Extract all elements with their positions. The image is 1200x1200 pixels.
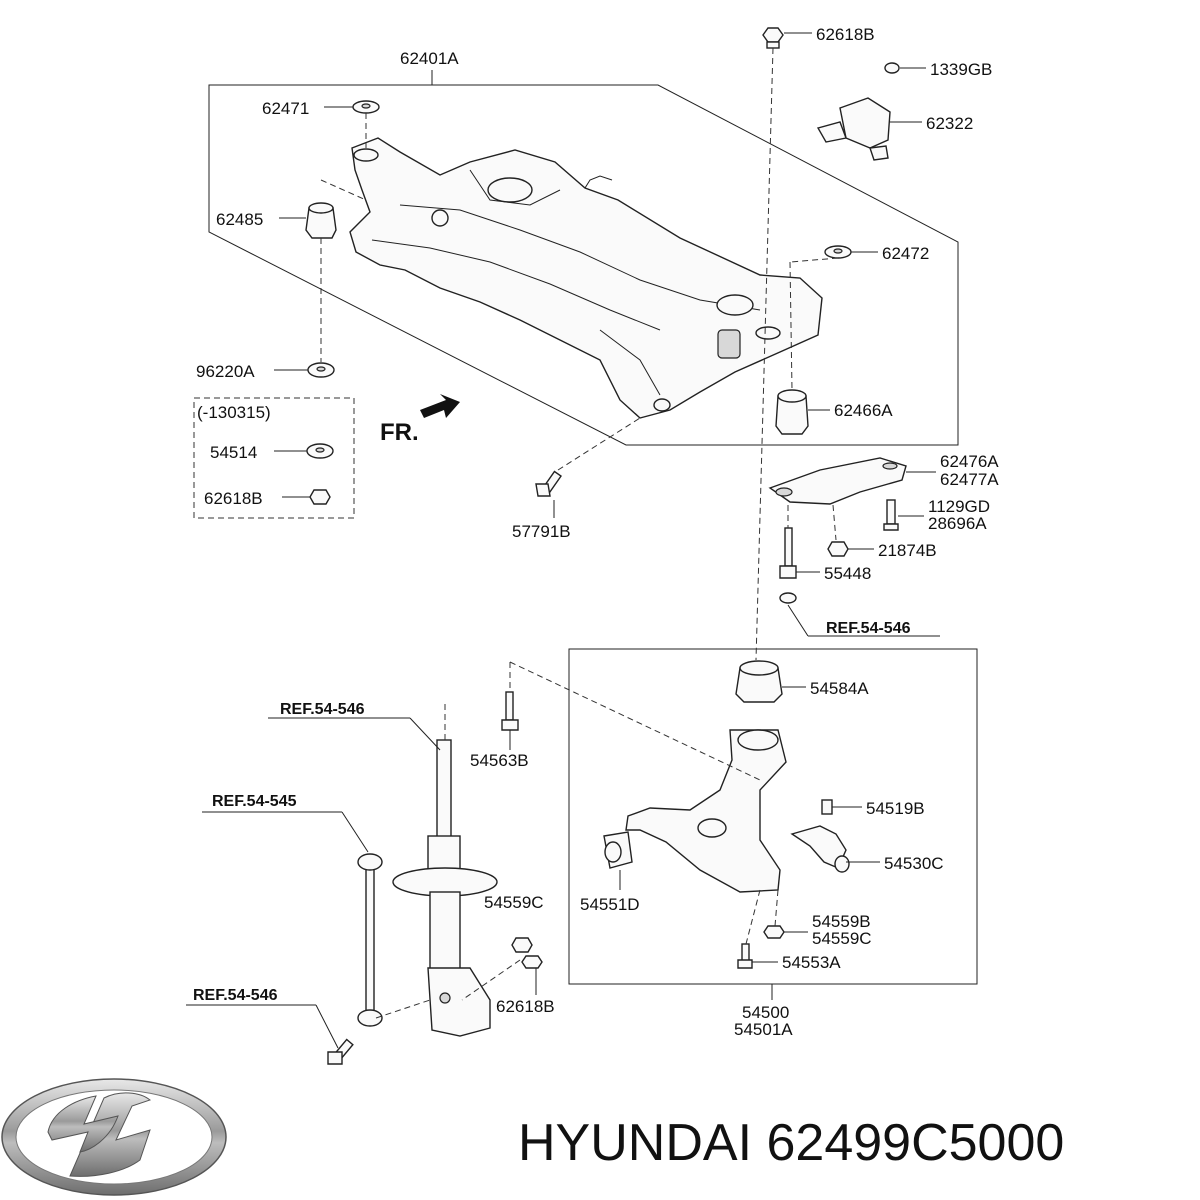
bolt-54519B: [821, 799, 833, 815]
leader-lines: [186, 32, 940, 1049]
label-54551D: 54551D: [580, 895, 640, 914]
bolt-54553A: [737, 943, 753, 969]
reference-labels: REF.54-546 REF.54-546 REF.54-545 REF.54-…: [193, 620, 911, 1004]
bushing-54551D: [603, 831, 633, 869]
label-54559C-right: 54559C: [812, 929, 872, 948]
label-62485: 62485: [216, 210, 263, 229]
nut-62618B-box: [309, 489, 331, 505]
label-62618B-box: 62618B: [204, 489, 263, 508]
label-28696A: 28696A: [928, 514, 987, 533]
label-21874B: 21874B: [878, 541, 937, 560]
nut-54559C-left: [511, 937, 533, 953]
label-62472: 62472: [882, 244, 929, 263]
label-54553A: 54553A: [782, 953, 841, 972]
label-62618B-bottom: 62618B: [496, 997, 555, 1016]
label-62618B-top: 62618B: [816, 25, 875, 44]
bushing-62466A: [775, 389, 809, 435]
bolt-57791B: [535, 470, 562, 497]
plate-62476A: [768, 457, 907, 505]
ref-label-right: REF.54-546: [826, 620, 911, 637]
label-96220A: 96220A: [196, 362, 255, 381]
label-55448: 55448: [824, 564, 871, 583]
label-1339GB: 1339GB: [930, 60, 992, 79]
bushing-54584A: [735, 660, 783, 703]
lower-control-arm: [625, 729, 787, 893]
label-62477A: 62477A: [940, 470, 999, 489]
label-54500: 54500: [742, 1003, 789, 1022]
hyundai-logo: [1, 1078, 227, 1196]
label-54501A: 54501A: [734, 1020, 793, 1039]
nut-54559B: [763, 925, 785, 939]
washer-96220A: [307, 362, 335, 378]
ref-label-strut: REF.54-546: [280, 701, 365, 718]
nut-62618B-top: [762, 27, 784, 49]
label-54584A: 54584A: [810, 679, 869, 698]
label-57791B: 57791B: [512, 522, 571, 541]
nut-ref-54-546: [779, 592, 797, 604]
bolt-bottom: [327, 1038, 354, 1065]
bracket-62322: [816, 97, 891, 161]
ref-label-bolt: REF.54-546: [193, 987, 278, 1004]
label-variant-code: (-130315): [197, 403, 271, 422]
subframe-assembly-frame: [208, 84, 959, 446]
label-1129GD: 1129GD: [928, 497, 990, 516]
brand-part-number: HYUNDAI 62499C5000: [518, 1114, 1064, 1172]
lower-arm-assembly-frame: [568, 648, 978, 985]
label-62322: 62322: [926, 114, 973, 133]
cap-62472: [824, 245, 852, 259]
stabilizer-link: [357, 853, 383, 1027]
nut-21874B: [827, 541, 849, 557]
front-direction-label: FR.: [380, 419, 419, 446]
cap-62471: [352, 100, 380, 114]
dashed-alignment-lines: [320, 47, 839, 1019]
washer-54514: [306, 443, 334, 459]
strut-assembly: [392, 739, 498, 1037]
label-54559C-left: 54559C: [484, 893, 544, 912]
bushing-62485: [305, 202, 337, 239]
bolt-55448: [779, 527, 797, 579]
label-62476A: 62476A: [940, 452, 999, 471]
label-62401A: 62401A: [400, 49, 459, 68]
bolt-54563B: [501, 691, 519, 731]
washer-1339GB: [884, 62, 900, 74]
label-54519B: 54519B: [866, 799, 925, 818]
variant-box: [193, 397, 355, 519]
label-54563B: 54563B: [470, 751, 529, 770]
front-subframe: [349, 137, 823, 419]
label-62466A: 62466A: [834, 401, 893, 420]
label-54559B: 54559B: [812, 912, 871, 931]
label-54530C: 54530C: [884, 854, 944, 873]
label-54514: 54514: [210, 443, 257, 462]
ball-joint-54530C: [790, 825, 850, 873]
front-direction-arrow: FR.: [380, 394, 460, 446]
bolt-1129GD: [883, 499, 899, 531]
nut-62618B-bottom: [521, 955, 543, 969]
ref-label-stabilizer-link: REF.54-545: [212, 793, 297, 810]
part-labels: 62401A 62618B 1339GB 62322 62471 62485 6…: [196, 25, 999, 1039]
label-62471: 62471: [262, 99, 309, 118]
